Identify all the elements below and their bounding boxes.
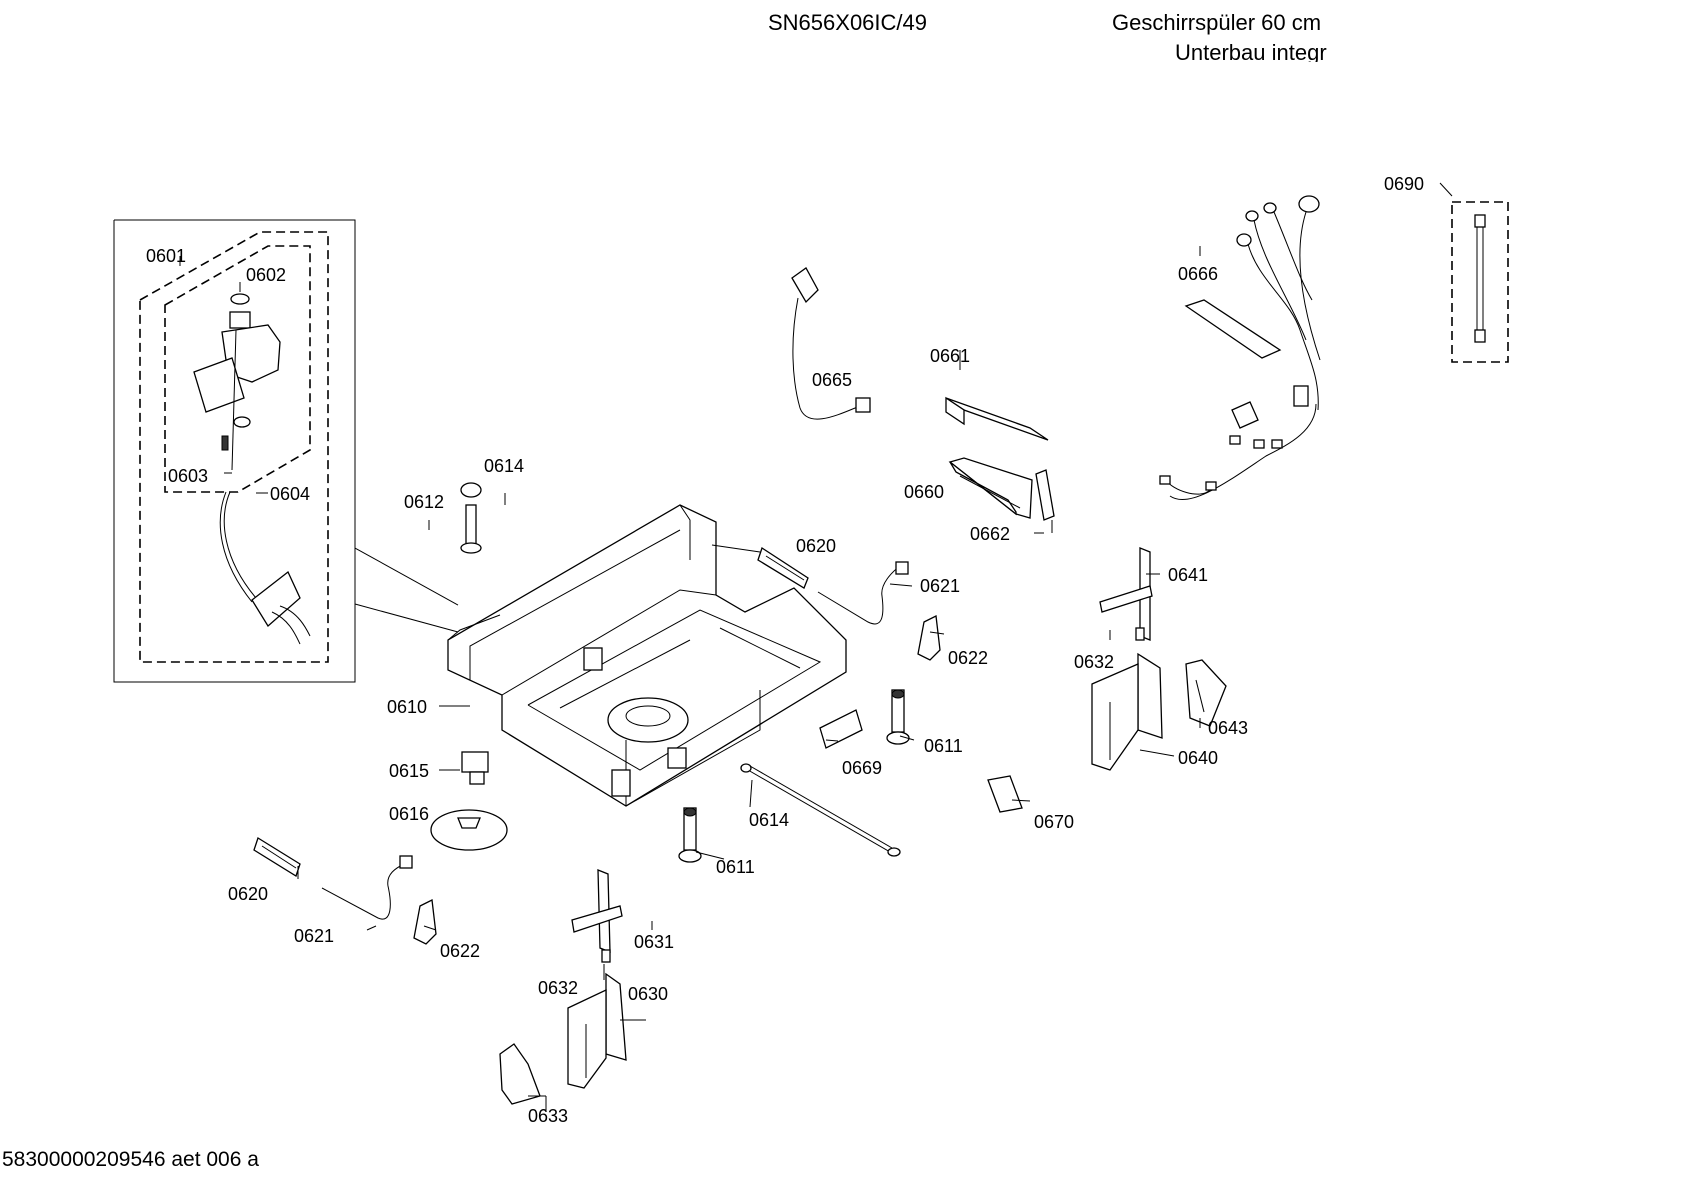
model-number: SN656X06IC/49 (768, 10, 927, 35)
label-0621-right: 0621 (920, 576, 960, 596)
label-0666: 0666 (1178, 264, 1218, 284)
label-0602: 0602 (246, 265, 286, 285)
label-0690: 0690 (1384, 174, 1424, 194)
label-0632-right: 0632 (1074, 652, 1114, 672)
part-0630-hinge-plate-left (567, 972, 627, 1089)
label-0662: 0662 (970, 524, 1010, 544)
part-0614-cable (740, 763, 901, 857)
label-0631: 0631 (634, 932, 674, 952)
part-0633-hinge-cover-left (499, 1043, 541, 1105)
part-labels: 0601 0602 0603 0604 0612 0614 0610 0615 … (146, 174, 1424, 1126)
part-0622-bracket-left (413, 899, 437, 945)
base-tub (447, 504, 847, 807)
part-0621-sensor-right (817, 561, 909, 625)
label-0670: 0670 (1034, 812, 1074, 832)
label-0610: 0610 (387, 697, 427, 717)
label-0604: 0604 (270, 484, 310, 504)
part-0620-heater-right (757, 546, 809, 589)
label-0660: 0660 (904, 482, 944, 502)
part-0643-hinge-cover-right (1185, 659, 1227, 727)
label-0632-left: 0632 (538, 978, 578, 998)
appliance-subtitle: Unterbau integr (1175, 40, 1327, 62)
part-0612-screw (460, 482, 482, 554)
label-0640: 0640 (1178, 748, 1218, 768)
label-0622-right: 0622 (948, 648, 988, 668)
part-0615-clip (461, 751, 489, 785)
label-0665: 0665 (812, 370, 852, 390)
label-0611-right: 0611 (924, 736, 963, 756)
part-0631-hinge-left (571, 869, 623, 953)
part-0641-hinge-right (1099, 547, 1153, 641)
label-0614-top: 0614 (484, 456, 524, 476)
part-0632-hinge-pin-right (1135, 627, 1145, 641)
part-0611-foot-right (886, 689, 910, 745)
part-0621-sensor-left (321, 855, 413, 920)
label-0620-right: 0620 (796, 536, 836, 556)
part-0662-seal (1035, 469, 1055, 521)
leader-lines (179, 182, 1453, 1112)
part-0661-panel (945, 396, 1049, 441)
label-0630: 0630 (628, 984, 668, 1004)
part-0660-housing (948, 457, 1033, 519)
detail-inset (113, 219, 459, 683)
appliance-title: Geschirrspüler 60 cm (1112, 10, 1322, 35)
label-0601: 0601 (146, 246, 186, 266)
document-id: 58300000209546 aet 006 a (2, 1148, 259, 1171)
part-0690-cable-set (1451, 201, 1509, 363)
part-0670-connector (987, 775, 1023, 813)
part-0669-cover (819, 709, 863, 749)
label-0633: 0633 (528, 1106, 568, 1126)
part-0620-heater-left (253, 837, 301, 877)
part-0616-float (430, 809, 508, 851)
part-0632-hinge-pin-left (601, 949, 611, 963)
part-0640-hinge-plate-right (1091, 652, 1163, 771)
label-0614-bottom: 0614 (749, 810, 789, 830)
label-0622-left: 0622 (440, 941, 480, 961)
label-0643: 0643 (1208, 718, 1248, 738)
label-0603: 0603 (168, 466, 208, 486)
part-0666-wiring-harness (1159, 195, 1321, 501)
label-0669: 0669 (842, 758, 882, 778)
label-0661: 0661 (930, 346, 970, 366)
label-0641: 0641 (1168, 565, 1208, 585)
part-0622-bracket-right (917, 615, 941, 661)
label-0612: 0612 (404, 492, 444, 512)
label-0620-left: 0620 (228, 884, 268, 904)
part-0665-power-cord (791, 267, 871, 420)
part-0611-foot-left (678, 807, 702, 863)
label-0615: 0615 (389, 761, 429, 781)
label-0611-left: 0611 (716, 857, 755, 877)
label-0621-left: 0621 (294, 926, 334, 946)
label-0616: 0616 (389, 804, 429, 824)
